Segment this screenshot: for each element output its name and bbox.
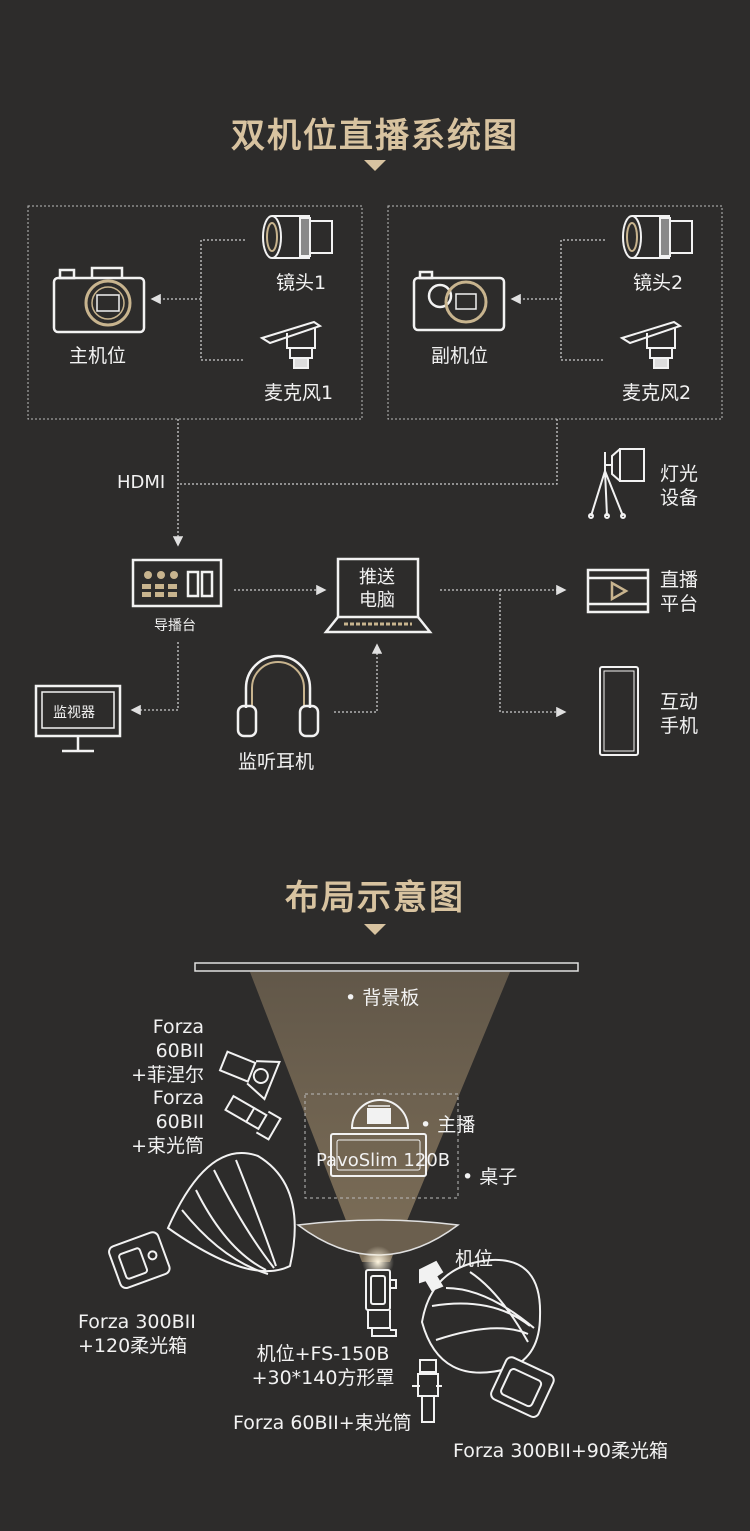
lighting-icon <box>588 448 645 519</box>
mic2-icon <box>619 320 683 369</box>
lens2-label: 镜头2 <box>633 272 684 294</box>
softbox-90-icon <box>420 1258 555 1418</box>
arc-panel <box>296 1219 460 1256</box>
push-pc-label: 推送电脑 <box>359 567 395 611</box>
monitor-label: 监视器 <box>53 705 95 721</box>
switcher-icon <box>131 558 223 608</box>
title-arrow <box>364 160 386 171</box>
light1-label: Forza 60BII+菲涅尔 <box>131 1016 204 1086</box>
headphones-icon <box>236 654 320 738</box>
center-camera-icon <box>365 1269 397 1337</box>
live-platform-icon <box>586 568 650 614</box>
lens1-icon <box>262 215 333 259</box>
light6-label: Forza 300BII+90柔光箱 <box>453 1440 668 1462</box>
pavoslim-label: PavoSlim 120B <box>316 1150 451 1171</box>
headphones-label: 监听耳机 <box>238 751 315 773</box>
right-camera-icon <box>419 1260 444 1292</box>
main-camera-box <box>27 205 363 420</box>
main-camera-label: 主机位 <box>69 345 127 367</box>
light5-label: Forza 60BII+束光筒 <box>233 1412 412 1434</box>
lens2-icon <box>622 215 693 259</box>
mic1-label: 麦克风1 <box>264 382 334 404</box>
laptop-icon <box>323 557 433 634</box>
sub-camera-box <box>387 205 723 420</box>
fresnel-light-icon <box>218 1050 281 1101</box>
table-label: • 桌子 <box>462 1166 518 1188</box>
softbox-120-icon <box>108 1152 296 1289</box>
host-icon <box>330 1099 427 1177</box>
lighting-label: 灯光设备 <box>660 463 699 509</box>
sub-camera-icon <box>412 270 506 332</box>
phone-icon <box>599 666 639 756</box>
mic1-icon <box>259 320 323 369</box>
sub-camera-label: 副机位 <box>431 345 489 367</box>
camera-label: 机位 <box>455 1248 494 1270</box>
host-label: • 主播 <box>420 1114 476 1136</box>
monitor-icon <box>34 684 122 753</box>
light2-label: Forza 60BII+束光筒 <box>131 1087 204 1157</box>
backdrop-label: • 背景板 <box>345 987 420 1009</box>
table-box <box>304 1093 459 1199</box>
lens1-label: 镜头1 <box>276 272 327 294</box>
layout-title-arrow <box>364 924 386 935</box>
layout-title: 布局示意图 <box>285 878 465 918</box>
live-platform-label: 直播平台 <box>660 569 699 615</box>
bottom-snoot-light-icon <box>412 1359 442 1423</box>
backdrop-bar <box>194 962 579 972</box>
snoot-light-icon <box>224 1094 282 1141</box>
interactive-phone-label: 互动手机 <box>660 691 699 737</box>
main-camera-icon <box>52 266 146 334</box>
switcher-label: 导播台 <box>154 618 196 634</box>
system-title: 双机位直播系统图 <box>231 116 519 156</box>
light4-label: 机位+FS-150B+30*140方形罩 <box>251 1343 395 1389</box>
hdmi-label: HDMI <box>117 472 166 493</box>
mic2-label: 麦克风2 <box>622 382 692 404</box>
light3-label: Forza 300BII+120柔光箱 <box>78 1311 196 1357</box>
